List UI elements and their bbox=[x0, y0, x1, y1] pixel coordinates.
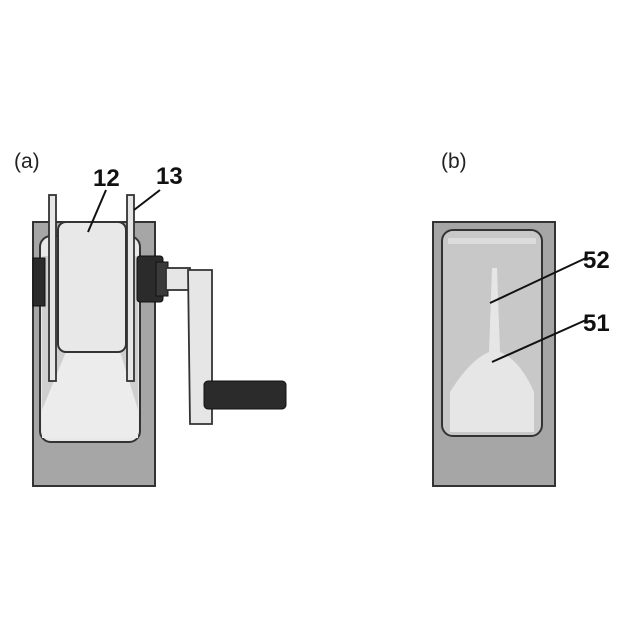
left-clamp-block bbox=[33, 258, 45, 306]
callout-13-leader bbox=[134, 190, 160, 210]
callout-52-label: 52 bbox=[583, 247, 610, 274]
right-rod bbox=[127, 195, 134, 381]
callout-12-label: 12 bbox=[93, 165, 120, 192]
panel-b: (b) 52 51 bbox=[433, 150, 610, 486]
callout-51-label: 51 bbox=[583, 310, 610, 337]
left-rod bbox=[49, 195, 56, 381]
shaft bbox=[166, 268, 190, 290]
crank-handle bbox=[204, 381, 286, 409]
chamber-b-top-band bbox=[448, 238, 536, 244]
holder-block bbox=[58, 222, 126, 352]
callout-13-label: 13 bbox=[156, 163, 183, 190]
panel-b-label: (b) bbox=[441, 150, 467, 173]
panel-a-label: (a) bbox=[14, 150, 40, 173]
panel-a: (a) 12 13 bbox=[14, 150, 286, 486]
